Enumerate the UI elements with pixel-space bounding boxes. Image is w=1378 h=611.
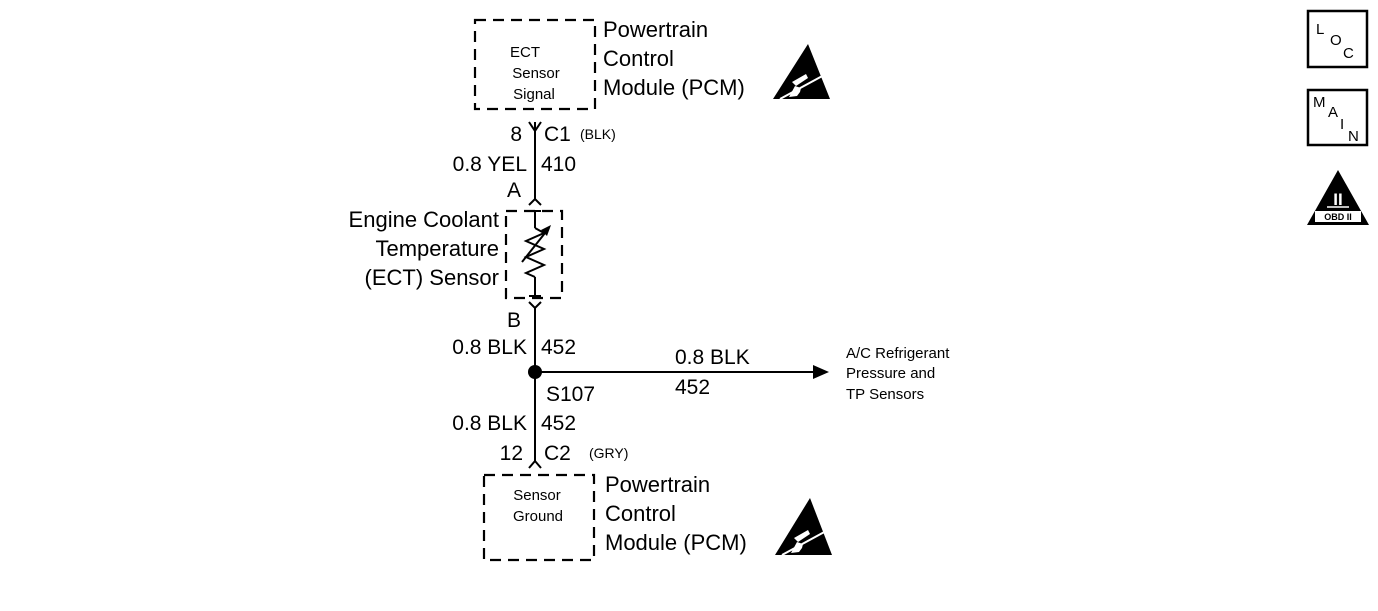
pcm-bottom-box-line1: Sensor [513, 487, 561, 504]
c1-connector-name: C1 [544, 123, 571, 146]
pcm-top-title-line1: Powertrain [603, 17, 708, 42]
branch-destination-line3: TP Sensors [846, 386, 924, 403]
main-icon[interactable]: M A I N [1306, 88, 1369, 147]
branch-circuit: 452 [675, 376, 710, 399]
pcm-top-box-line3: Signal [513, 86, 555, 103]
ect-sensor-label-line3: (ECT) Sensor [365, 265, 499, 290]
c1-pin-number: 8 [510, 123, 522, 146]
pcm-top-box-line1: ECT [510, 44, 540, 61]
pcm-top-box [473, 18, 597, 111]
pcm-bottom-title-line3: Module (PCM) [605, 530, 747, 555]
c1-connector-color: (BLK) [580, 126, 616, 142]
wire-410-gauge-color: 0.8 YEL [453, 153, 527, 176]
sensor-terminal-a: A [507, 179, 521, 202]
c2-connector-color: (GRY) [589, 445, 628, 461]
esd-warning-icon [773, 44, 830, 100]
main-icon-letter-a: A [1328, 104, 1338, 121]
pcm-top-title-line2: Control [603, 46, 674, 71]
pcm-bottom-title-line2: Control [605, 501, 676, 526]
branch-gauge-color: 0.8 BLK [675, 346, 750, 369]
obd-ii-icon-numeral: II [1333, 190, 1342, 209]
wire-452-mid-circuit: 452 [541, 336, 576, 359]
main-icon-letter-i: I [1340, 116, 1344, 133]
ect-sensor-label-line2: Temperature [375, 236, 499, 261]
wire-452-mid-gauge-color: 0.8 BLK [452, 336, 527, 359]
wire-410-circuit: 410 [541, 153, 576, 176]
wire-452-bottom-gauge-color: 0.8 BLK [452, 412, 527, 435]
loc-icon-letter-c: C [1343, 45, 1354, 62]
loc-icon-letter-o: O [1330, 32, 1342, 49]
loc-icon[interactable]: L O C [1306, 9, 1369, 69]
loc-icon-letter-l: L [1316, 21, 1324, 38]
pcm-top-box-line2: Sensor [512, 65, 560, 82]
branch-destination-line2: Pressure and [846, 365, 935, 382]
sensor-terminal-b: B [507, 309, 521, 332]
ect-sensor-label-line1: Engine Coolant [349, 207, 499, 232]
main-icon-letter-n: N [1348, 128, 1359, 145]
branch-destination-line1: A/C Refrigerant [846, 345, 950, 362]
c2-terminal-symbol [528, 459, 542, 469]
branch-arrowhead [813, 365, 829, 379]
c2-pin-number: 12 [500, 442, 523, 465]
esd-warning-icon [775, 498, 832, 556]
thermistor-symbol [521, 197, 551, 310]
c2-connector-name: C2 [544, 442, 571, 465]
main-icon-letter-m: M [1313, 94, 1326, 111]
wire-452-bottom-circuit: 452 [541, 412, 576, 435]
obd-ii-icon[interactable]: II OBD II [1307, 170, 1369, 225]
pcm-bottom-title-line1: Powertrain [605, 472, 710, 497]
pcm-top-title-line3: Module (PCM) [603, 75, 745, 100]
obd-ii-icon-caption: OBD II [1324, 212, 1352, 222]
pcm-bottom-box-line2: Ground [513, 508, 563, 525]
splice-s107-label: S107 [546, 383, 595, 406]
pcm-bottom-box [482, 473, 596, 562]
